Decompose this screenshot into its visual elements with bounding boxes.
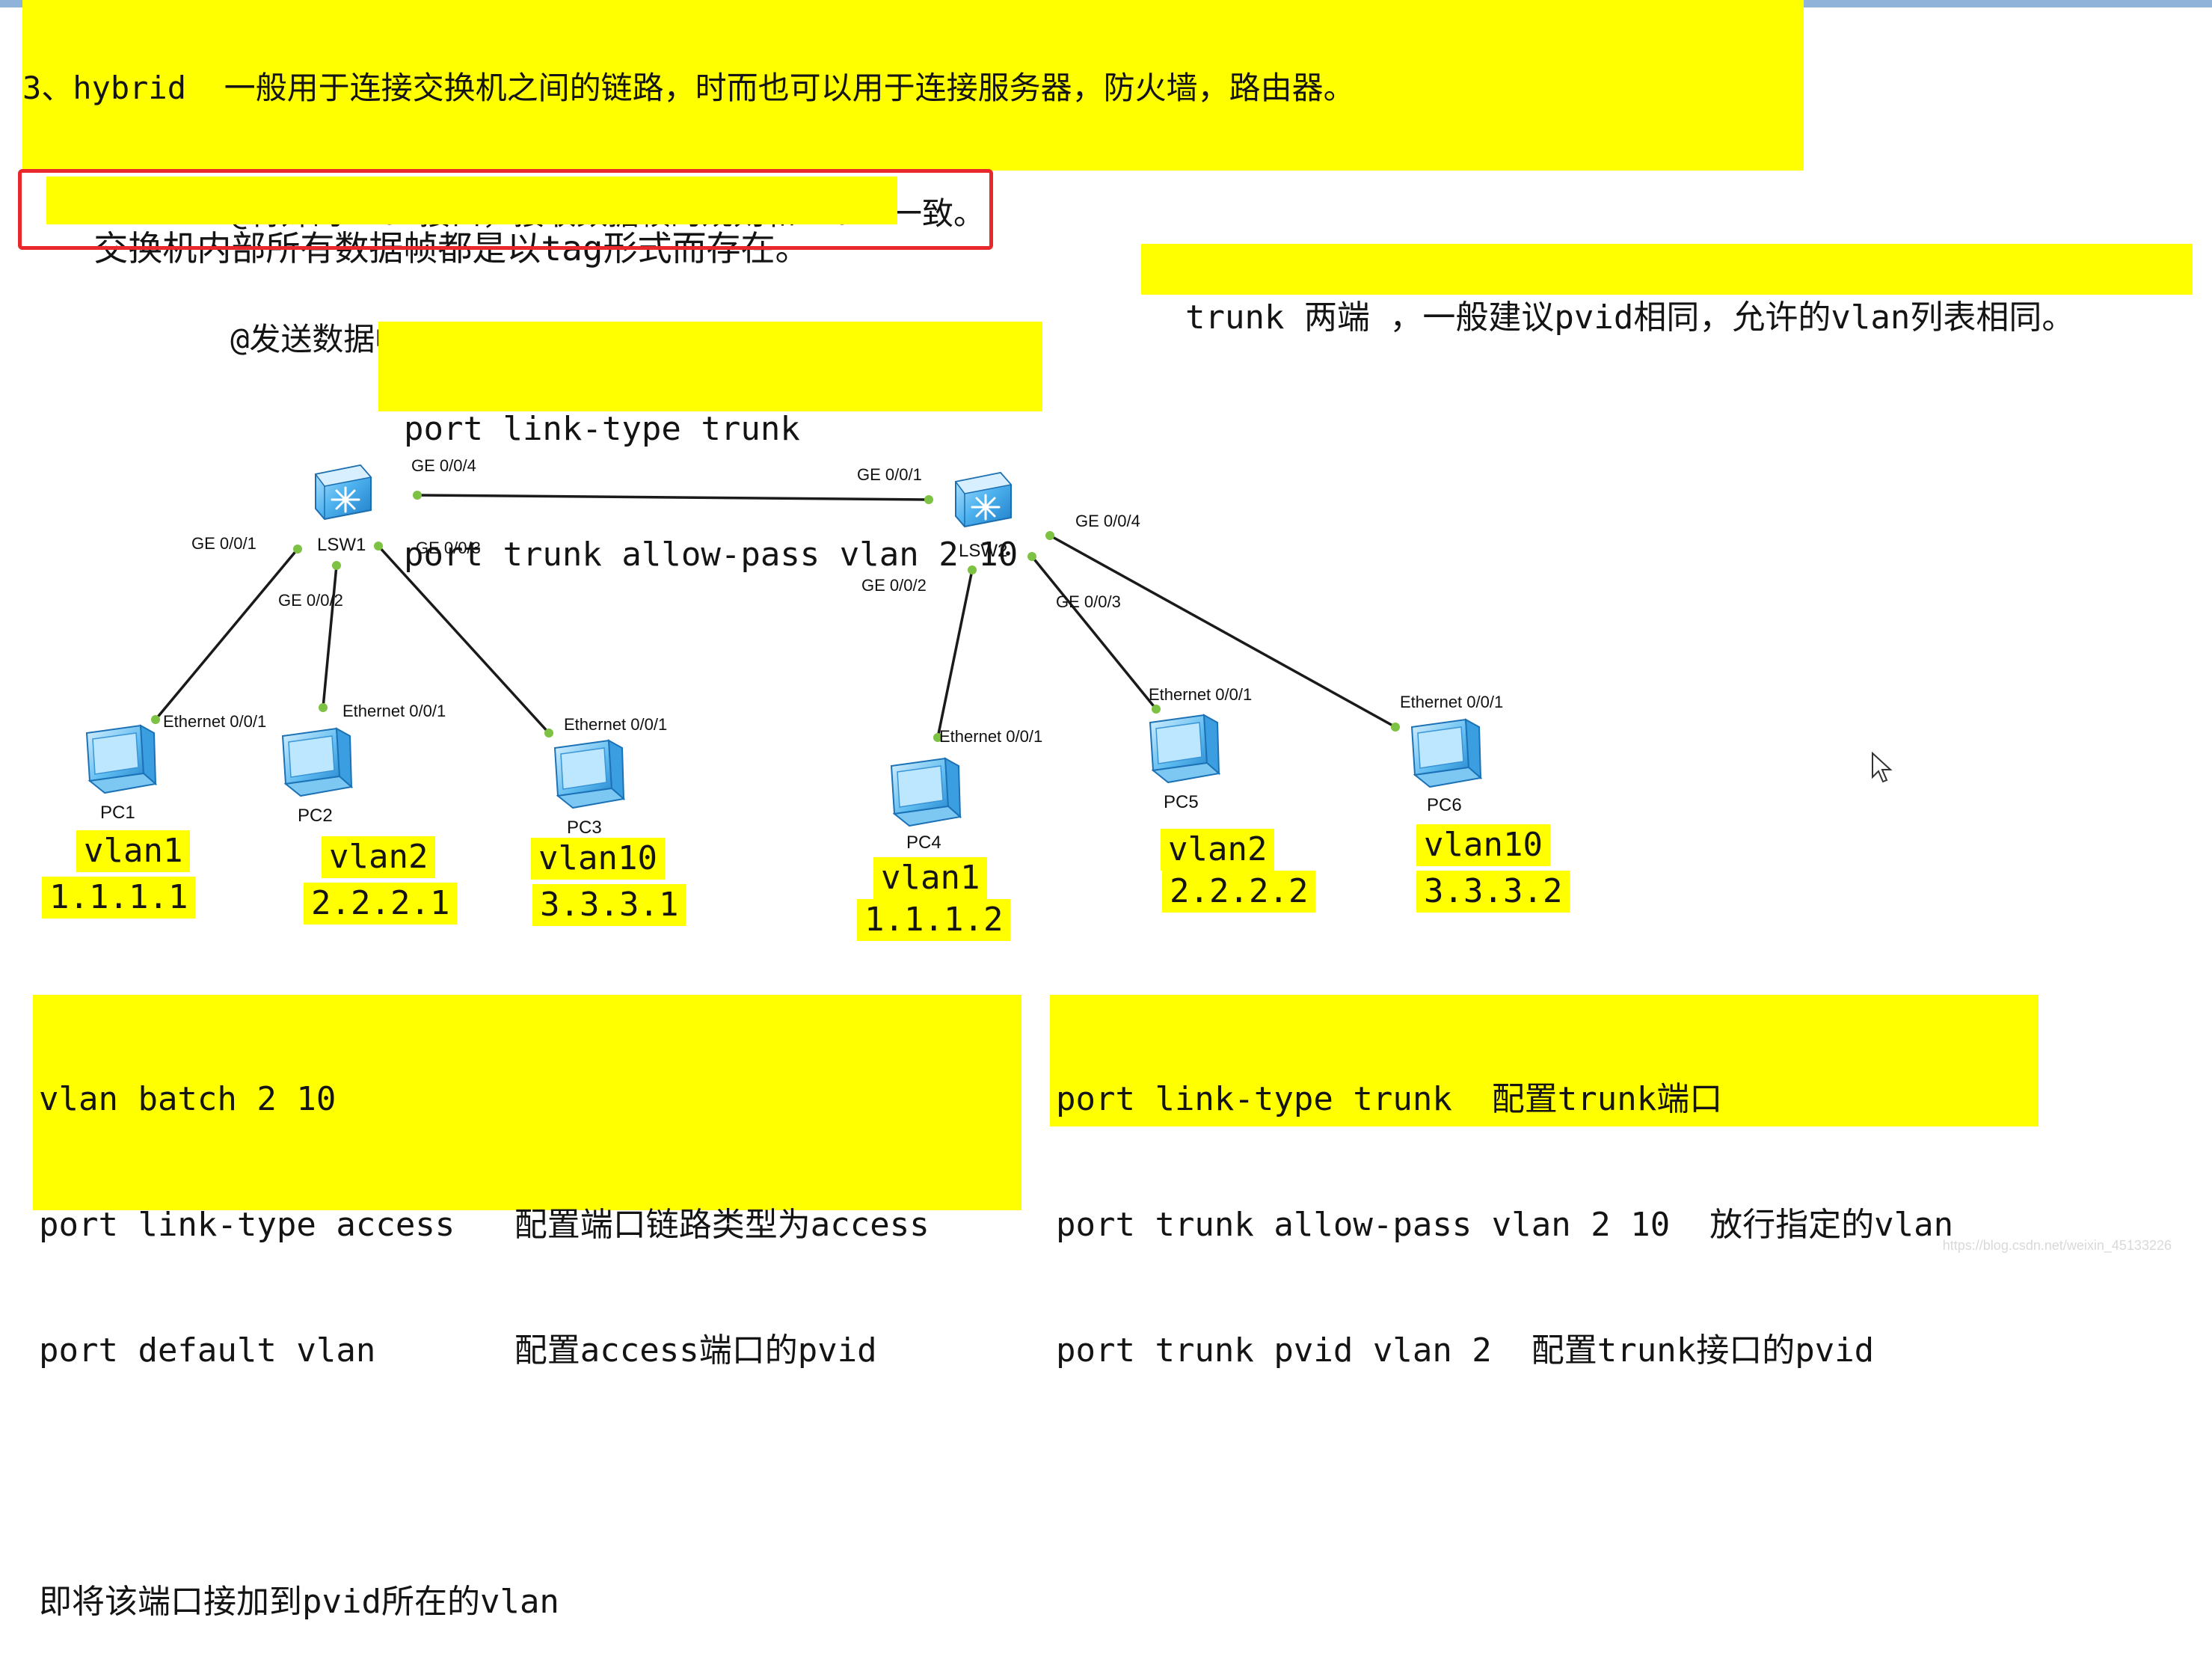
pc-label-pc6: PC6	[1427, 795, 1462, 815]
link-lsw1-pc2	[322, 565, 338, 708]
link-lsw2-pc6	[1049, 534, 1396, 729]
port-dot	[332, 561, 341, 570]
link-lsw1-pc1	[154, 548, 299, 721]
port-dot	[968, 565, 977, 574]
port-label-pc6: Ethernet 0/0/1	[1400, 693, 1503, 711]
ip-label-pc5: 2.2.2.2	[1162, 871, 1316, 913]
trunk-config-line-1: port link-type trunk 配置trunk端口	[1056, 1080, 1723, 1118]
pc-icon-pc1[interactable]	[86, 725, 156, 794]
switch-icon-lsw2[interactable]	[954, 471, 1013, 528]
ip-label-pc2: 2.2.2.1	[304, 883, 458, 925]
switch-label-lsw1: LSW1	[317, 535, 366, 555]
pc-label-pc1: PC1	[100, 803, 135, 823]
port-label-lsw1-pc1: GE 0/0/1	[191, 534, 256, 553]
port-label-lsw2-pc5: GE 0/0/3	[1056, 592, 1121, 611]
ip-label-pc1: 1.1.1.1	[42, 877, 196, 919]
port-label-pc3: Ethernet 0/0/1	[564, 715, 667, 734]
vlan-label-pc3: vlan10	[531, 838, 665, 880]
port-dot	[1027, 552, 1036, 561]
red-frame	[18, 169, 993, 250]
ip-label-pc6: 3.3.3.2	[1416, 871, 1570, 913]
port-label-lsw1-uplink: GE 0/0/4	[411, 456, 476, 475]
vlan-label-pc5: vlan2	[1161, 829, 1275, 871]
access-line-1: vlan batch 2 10	[39, 1080, 337, 1118]
pc-icon-pc2[interactable]	[282, 728, 352, 797]
trunk-advice-text: trunk 两端 ，一般建议pvid相同，允许的vlan列表相同。	[1185, 298, 2075, 337]
ip-label-pc3: 3.3.3.1	[532, 884, 686, 926]
port-dot	[413, 491, 422, 500]
ip-label-pc4: 1.1.1.2	[857, 899, 1011, 941]
link-lsw1-lsw2	[417, 494, 930, 501]
pc-icon-pc3[interactable]	[554, 740, 624, 809]
port-label-pc2: Ethernet 0/0/1	[342, 702, 446, 720]
port-dot	[933, 733, 942, 742]
link-lsw2-pc4	[936, 569, 974, 738]
trunk-advice-note: trunk 两端 ，一般建议pvid相同，允许的vlan列表相同。	[1141, 244, 2193, 337]
mouse-cursor-icon	[1872, 752, 1893, 783]
pc-icon-pc6[interactable]	[1411, 719, 1481, 788]
tag-statement: 交换机内部所有数据帧都是以tag形式而存在。	[46, 177, 897, 269]
port-dot	[293, 545, 302, 554]
hybrid-line-1: 3、hybrid 一般用于连接交换机之间的链路，时而也可以用于连接服务器，防火墙…	[22, 70, 1355, 106]
port-dot	[544, 729, 553, 738]
port-dot	[319, 703, 328, 712]
pc-icon-pc4[interactable]	[891, 758, 961, 827]
switch-icon-lsw1[interactable]	[314, 464, 372, 521]
access-config-note: vlan batch 2 10 port link-type access 配置…	[33, 995, 1021, 1621]
port-label-lsw2-pc4: GE 0/0/2	[861, 576, 927, 595]
port-label-lsw2-uplink: GE 0/0/1	[857, 465, 922, 484]
link-lsw2-pc5	[1030, 555, 1158, 711]
port-label-pc5: Ethernet 0/0/1	[1149, 685, 1252, 704]
port-dot	[1045, 531, 1054, 540]
port-dot	[1391, 723, 1400, 732]
trunk-command-note: port link-type trunk port trunk allow-pa…	[378, 322, 1042, 574]
port-label-lsw1-pc2: GE 0/0/2	[278, 591, 343, 610]
access-line-4	[39, 1456, 1021, 1497]
pc-icon-pc5[interactable]	[1149, 714, 1220, 783]
port-dot	[374, 542, 383, 551]
port-dot	[924, 495, 933, 504]
pc-label-pc2: PC2	[298, 806, 333, 826]
pc-label-pc3: PC3	[567, 818, 602, 838]
vlan-label-pc1: vlan1	[76, 830, 191, 872]
port-dot	[1152, 705, 1161, 714]
access-line-5: 即将该端口接加到pvid所在的vlan	[39, 1583, 559, 1621]
link-lsw1-pc3	[377, 545, 550, 735]
trunk-config-note: port link-type trunk 配置trunk端口 port trun…	[1050, 995, 2039, 1370]
access-line-2: port link-type access 配置端口链路类型为access	[39, 1206, 930, 1244]
network-topology: LSW1 LSW2 PC1 PC2 PC3 PC4 PC5 PC6 GE 0/0…	[86, 456, 1503, 853]
vlan-label-pc6: vlan10	[1416, 824, 1550, 866]
pc-label-pc5: PC5	[1164, 792, 1199, 812]
trunk-config-line-2: port trunk allow-pass vlan 2 10 放行指定的vla…	[1056, 1206, 1954, 1244]
port-label-pc4: Ethernet 0/0/1	[939, 727, 1042, 746]
links	[154, 494, 1396, 738]
trunk-config-line-3: port trunk pvid vlan 2 配置trunk接口的pvid	[1056, 1331, 1875, 1370]
port-label-pc1: Ethernet 0/0/1	[163, 712, 266, 731]
watermark: https://blog.csdn.net/weixin_45133226	[1942, 1238, 2172, 1253]
port-dot	[151, 715, 160, 724]
switch-label-lsw2: LSW2	[959, 541, 1007, 561]
port-label-lsw1-pc3: GE 0/0/3	[416, 539, 481, 557]
port-label-lsw2-pc6: GE 0/0/4	[1075, 512, 1140, 530]
trunk-cmd-line-1: port link-type trunk	[404, 410, 800, 448]
access-line-3: port default vlan 配置access端口的pvid	[39, 1331, 877, 1370]
pc-label-pc4: PC4	[906, 832, 941, 853]
trunk-cmd-line-2: port trunk allow-pass vlan 2 10	[404, 536, 1019, 574]
vlan-label-pc4: vlan1	[873, 857, 988, 899]
port-dots	[151, 491, 1400, 742]
vlan-label-pc2: vlan2	[322, 836, 436, 878]
